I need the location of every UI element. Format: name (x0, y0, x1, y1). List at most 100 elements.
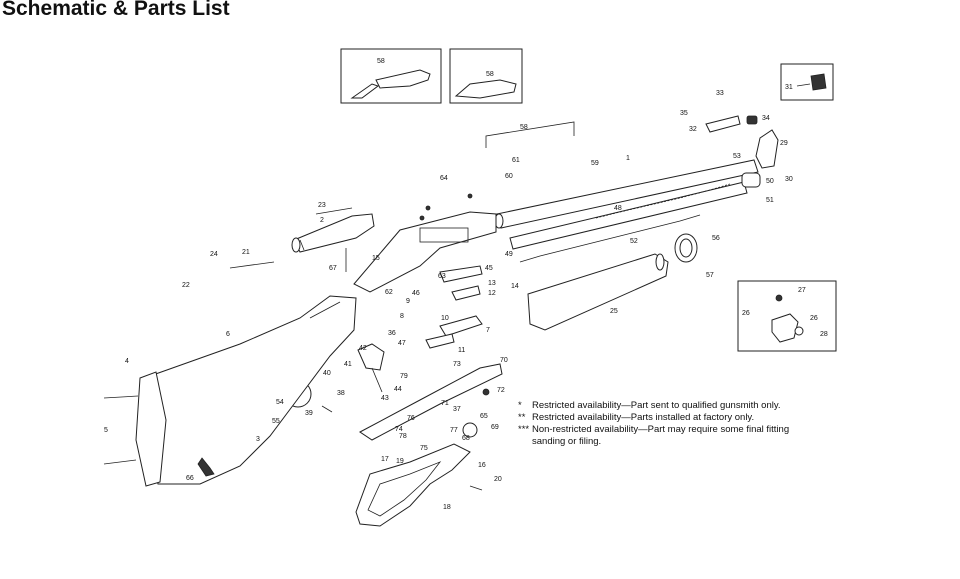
barrel (494, 159, 759, 229)
callout-8: 8 (400, 313, 404, 320)
legend-text: Restricted availability—Parts installed … (532, 412, 755, 423)
forend (527, 253, 669, 331)
receiver (353, 211, 497, 293)
callout-25: 25 (610, 308, 618, 315)
callout-53: 53 (733, 153, 741, 160)
callout-24: 24 (210, 251, 218, 258)
callout-68: 68 (462, 435, 470, 442)
callout-26a: 26 (742, 310, 750, 317)
legend-text: Restricted availability—Part sent to qua… (532, 400, 781, 411)
callout-labels: 1 2 3 4 5 6 7 8 9 10 11 12 13 14 15 16 1… (104, 58, 828, 511)
callout-51: 51 (766, 197, 774, 204)
callout-58: 58 (520, 124, 528, 131)
callout-22: 22 (182, 282, 190, 289)
availability-legend: * Restricted availability—Part sent to q… (518, 400, 848, 448)
callout-39: 39 (305, 410, 313, 417)
legend-symbol: ** (518, 412, 526, 423)
callout-3: 3 (256, 436, 260, 443)
bolt (291, 213, 375, 253)
legend-row-restricted-gunsmith: * Restricted availability—Part sent to q… (518, 400, 848, 412)
callout-20: 20 (494, 476, 502, 483)
callout-58-inset-b: 58 (486, 71, 494, 78)
callout-10: 10 (441, 315, 449, 322)
page-title: Schematic & Parts List (2, 0, 230, 20)
callout-47: 47 (398, 340, 406, 347)
callout-23: 23 (318, 202, 326, 209)
stock (135, 295, 357, 487)
callout-17: 17 (381, 456, 389, 463)
callout-49: 49 (505, 251, 513, 258)
barrel-band (674, 233, 698, 263)
callout-2: 2 (320, 217, 324, 224)
legend-symbol: *** (518, 424, 530, 435)
callout-33: 33 (716, 90, 724, 97)
callout-45: 45 (485, 265, 493, 272)
callout-35: 35 (680, 110, 688, 117)
callout-12: 12 (488, 290, 496, 297)
legend-symbol: * (518, 400, 522, 411)
stock-screws (103, 395, 215, 477)
callout-5: 5 (104, 427, 108, 434)
callout-54: 54 (276, 399, 284, 406)
callout-71: 71 (441, 400, 449, 407)
callout-78: 78 (399, 433, 407, 440)
callout-21: 21 (242, 249, 250, 256)
inset-box-58-a (340, 48, 442, 104)
callout-31: 31 (785, 84, 793, 91)
callout-50: 50 (766, 178, 774, 185)
callout-27: 27 (798, 287, 806, 294)
magazine-spring (519, 183, 731, 263)
callout-29: 29 (780, 140, 788, 147)
inset-box-26-28 (737, 280, 837, 352)
callout-41: 41 (344, 361, 352, 368)
callout-11: 11 (458, 347, 465, 354)
trigger-plate (359, 363, 503, 441)
callout-13: 13 (488, 280, 496, 287)
callout-42: 42 (359, 345, 367, 352)
callout-74: 74 (395, 426, 403, 433)
callout-46: 46 (412, 290, 420, 297)
callout-28: 28 (820, 331, 828, 338)
callout-73: 73 (453, 361, 461, 368)
lever (355, 443, 471, 527)
callout-40: 40 (323, 370, 331, 377)
callout-57: 57 (706, 272, 714, 279)
callout-15: 15 (372, 255, 380, 262)
callout-67: 67 (329, 265, 337, 272)
callout-76: 76 (407, 415, 415, 422)
callout-56: 56 (712, 235, 720, 242)
magazine-tube (509, 181, 748, 250)
callout-14: 14 (511, 283, 519, 290)
callout-4: 4 (125, 358, 129, 365)
callout-65: 65 (480, 413, 488, 420)
inset-box-31 (780, 63, 834, 101)
callout-18: 18 (443, 504, 451, 511)
callout-62: 62 (385, 289, 393, 296)
legend-row-restricted-factory: ** Restricted availability—Parts install… (518, 412, 848, 424)
legend-text: Non-restricted availability—Part may req… (532, 424, 790, 447)
callout-30: 30 (785, 176, 793, 183)
callout-55: 55 (272, 418, 280, 425)
callout-75: 75 (420, 445, 428, 452)
legend-row-non-restricted: *** Non-restricted availability—Part may… (518, 424, 848, 448)
callout-52: 52 (630, 238, 638, 245)
bracket-58 (485, 121, 575, 148)
callout-32: 32 (689, 126, 697, 133)
callout-61: 61 (512, 157, 520, 164)
callout-60: 60 (505, 173, 513, 180)
callout-58-inset-a: 58 (377, 58, 385, 65)
callout-36: 36 (388, 330, 396, 337)
callout-44: 44 (394, 386, 402, 393)
callout-48: 48 (614, 205, 622, 212)
callout-69: 69 (491, 424, 499, 431)
callout-9: 9 (406, 298, 410, 305)
callout-19: 19 (396, 458, 404, 465)
callout-59: 59 (591, 160, 599, 167)
callout-37: 37 (453, 406, 461, 413)
callout-72: 72 (497, 387, 505, 394)
muzzle-parts (705, 115, 779, 188)
callout-66: 66 (186, 475, 194, 482)
callout-38: 38 (337, 390, 345, 397)
callout-43: 43 (381, 395, 389, 402)
